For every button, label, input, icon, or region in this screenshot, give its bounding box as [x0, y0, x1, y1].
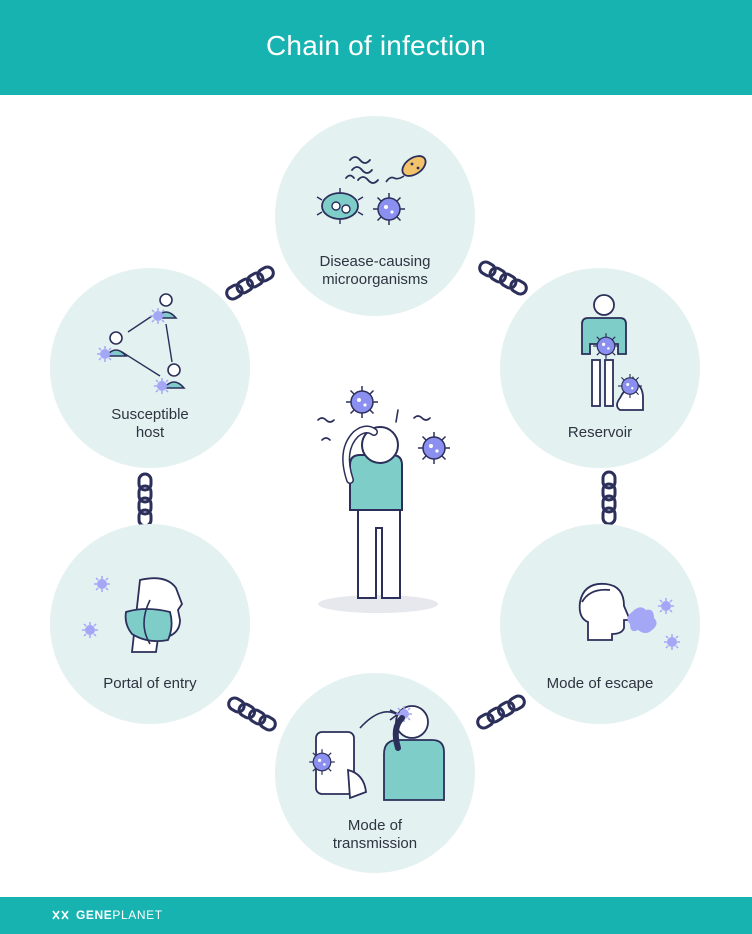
label-mode-of-escape: Mode of escape	[546, 675, 654, 692]
transmission-phone-icon	[308, 705, 445, 801]
geneplanet-mark-icon	[52, 910, 69, 920]
header-bar: Chain of infection	[0, 0, 752, 95]
susceptible-host-network-icon	[96, 293, 186, 395]
sick-person-illustration	[317, 385, 451, 613]
escape-sneeze-icon	[578, 582, 681, 651]
brand-bold: GENE	[76, 908, 113, 922]
node-circle-host	[50, 268, 250, 468]
footer-bar: GENEPLANET	[0, 897, 752, 934]
portal-of-entry-mask-icon	[81, 575, 184, 653]
brand-light: PLANET	[112, 908, 163, 922]
label-disease-causing-microorganisms: Disease-causing microorganisms	[319, 253, 431, 288]
microorganisms-icon	[316, 155, 427, 226]
page-title: Chain of infection	[266, 30, 486, 61]
reservoir-person-icon	[581, 294, 644, 411]
label-mode-of-transmission: Mode of transmission	[332, 817, 418, 852]
label-susceptible-host: Susceptible host	[111, 406, 189, 441]
label-portal-of-entry: Portal of entry	[103, 675, 197, 692]
geneplanet-logo: GENEPLANET	[52, 908, 163, 922]
label-reservoir: Reservoir	[567, 424, 633, 441]
